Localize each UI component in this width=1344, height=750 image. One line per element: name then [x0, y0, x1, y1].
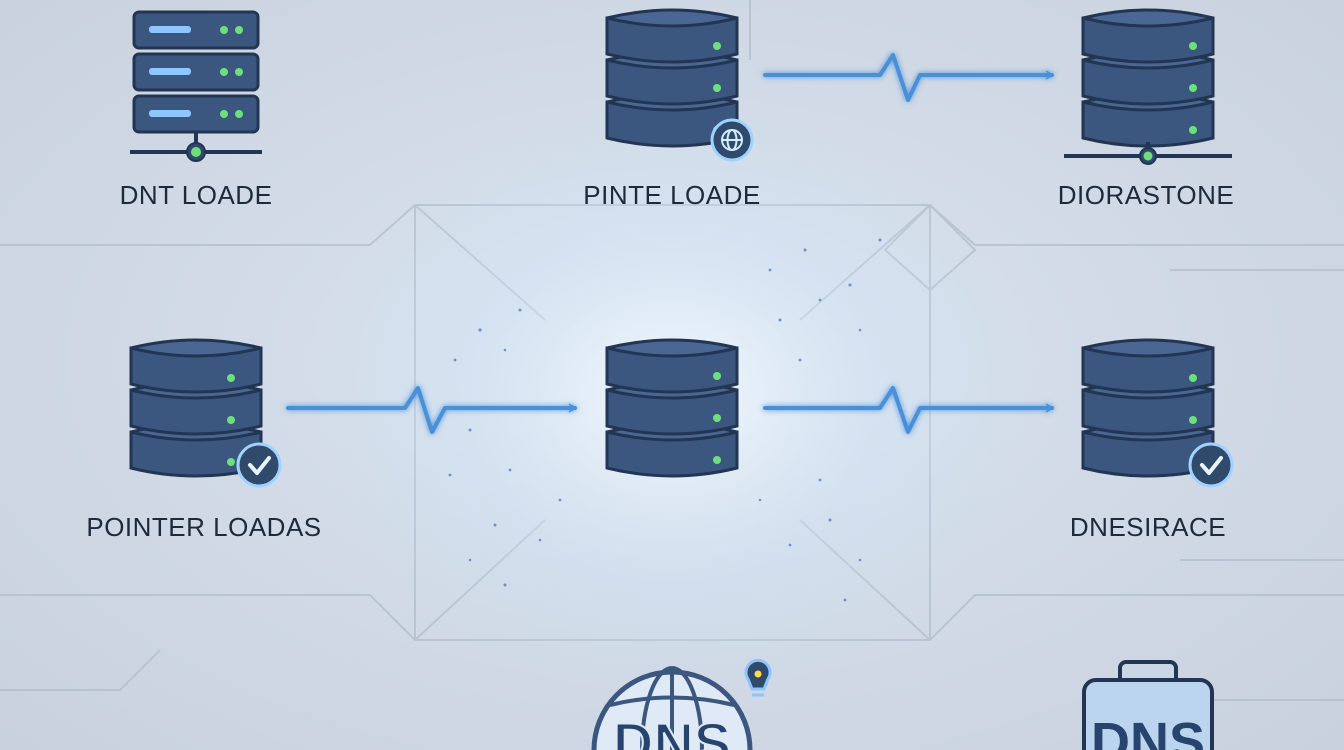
node-bottom-center-globe-icon: DNS [591, 658, 772, 750]
dns-battery-label: DNS [1091, 712, 1205, 750]
edge-top-center-to-top-right [763, 53, 1054, 102]
node-top-right-database-server-icon [1064, 8, 1232, 165]
lightbulb-icon [744, 658, 772, 697]
node-middle-left-database-server-icon [129, 338, 282, 488]
node-middle-right-database-server-icon [1081, 338, 1234, 488]
edge-center-to-middle-right [763, 386, 1054, 434]
node-center-database-server-icon [605, 338, 739, 478]
node-top-center-database-server-icon [605, 8, 754, 162]
dns-globe-label: DNS [613, 711, 731, 750]
particle-dots [448, 238, 882, 602]
label-top-left: DNT LOADE [119, 180, 273, 210]
globe-badge-icon [710, 118, 754, 162]
check-badge-icon [1188, 442, 1234, 488]
label-top-center: PINTE LOADE [583, 180, 761, 210]
edge-middle-left-to-center [286, 386, 577, 434]
check-badge-icon [236, 442, 282, 488]
node-top-left-rack-server-icon [130, 10, 262, 162]
label-middle-left: POINTER LOADAS [86, 512, 322, 542]
label-top-right: DIORASTONE [1057, 180, 1235, 210]
label-middle-right: DNESIRACE [1069, 512, 1227, 542]
node-bottom-right-battery-icon: DNS [1082, 660, 1214, 750]
